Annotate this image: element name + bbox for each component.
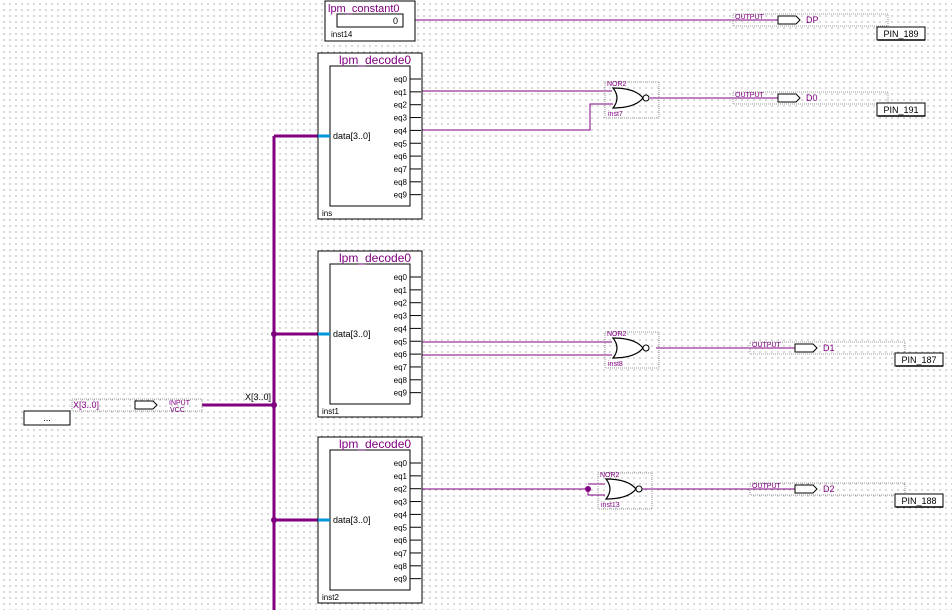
bus-junction — [271, 517, 277, 523]
gate-inst: inst8 — [608, 361, 623, 368]
eq-label: eq8 — [394, 376, 408, 385]
decoder-title: lpm_decode0 — [339, 53, 411, 67]
decoder-title: lpm_decode0 — [339, 251, 411, 265]
bus-junction — [271, 402, 277, 408]
nor-gate[interactable]: NOR2 inst8 — [604, 331, 660, 369]
output-pin-label: PIN_189 — [883, 29, 918, 39]
lpm-constant-block[interactable]: lpm_constant0 0 inst14 — [324, 0, 416, 42]
eq-label: eq6 — [394, 350, 408, 359]
output-type: OUTPUT — [735, 14, 765, 21]
eq-label: eq5 — [394, 139, 408, 148]
eq-label: eq4 — [394, 510, 408, 519]
eq-label: eq2 — [394, 299, 408, 308]
output-name: D0 — [806, 93, 818, 103]
output-pin[interactable]: OUTPUT DP PIN_189 — [732, 13, 926, 41]
eq-label: eq8 — [394, 562, 408, 571]
output-name: D2 — [823, 484, 835, 494]
eq-label: eq7 — [394, 165, 408, 174]
output-pin-label: PIN_187 — [901, 355, 936, 365]
input-type: INPUT — [169, 400, 191, 407]
eq-label: eq2 — [394, 485, 408, 494]
bus-junction — [271, 331, 277, 337]
output-type: OUTPUT — [752, 483, 782, 490]
eq-label: eq9 — [394, 191, 408, 200]
eq-label: eq1 — [394, 286, 408, 295]
input-name: X[3..0] — [73, 400, 99, 410]
eq-label: eq1 — [394, 88, 408, 97]
lpm-decode-block[interactable]: lpm_decode0 inst1 data[3..0] eq0 eq1 eq2 eq3 eq… — [317, 250, 423, 418]
eq-label: eq0 — [394, 459, 408, 468]
bus-label: X[3..0] — [245, 392, 271, 402]
data-port-label: data[3..0] — [333, 131, 371, 141]
decoder-inst: inst2 — [322, 593, 339, 602]
output-type: OUTPUT — [735, 92, 765, 99]
eq-label: eq1 — [394, 472, 408, 481]
constant-inst: inst14 — [331, 30, 353, 39]
data-port-label: data[3..0] — [333, 515, 371, 525]
wire-junction — [585, 486, 591, 492]
eq-label: eq4 — [394, 126, 408, 135]
eq-label: eq7 — [394, 549, 408, 558]
nor-gate[interactable]: NOR2 inst13 — [597, 472, 653, 510]
decoder-title: lpm_decode0 — [339, 437, 411, 451]
input-pin-box: ... — [43, 413, 51, 423]
eq-label: eq6 — [394, 536, 408, 545]
eq-label: eq3 — [394, 114, 408, 123]
eq-label: eq9 — [394, 575, 408, 584]
decoder-inst: inst1 — [322, 407, 339, 416]
gate-type: NOR2 — [607, 81, 627, 88]
constant-value: 0 — [393, 16, 398, 26]
input-default: VCC — [170, 407, 185, 414]
eq-label: eq5 — [394, 337, 408, 346]
data-port-label: data[3..0] — [333, 329, 371, 339]
input-pin[interactable]: X[3..0] INPUT VCC X[3..0] ... — [23, 392, 271, 426]
output-pin-label: PIN_191 — [883, 105, 918, 115]
constant-title: lpm_constant0 — [328, 3, 400, 15]
lpm-decode-block[interactable]: lpm_decode0 inst2 data[3..0] eq0 eq1 eq2 eq3 eq… — [317, 436, 423, 604]
output-name: D1 — [823, 343, 835, 353]
eq-label: eq6 — [394, 152, 408, 161]
eq-label: eq4 — [394, 324, 408, 333]
eq-label: eq0 — [394, 75, 408, 84]
eq-label: eq8 — [394, 178, 408, 187]
output-name: DP — [806, 15, 819, 25]
eq-label: eq7 — [394, 363, 408, 372]
eq-label: eq0 — [394, 273, 408, 282]
decoder-inst: ins — [322, 209, 332, 218]
eq-label: eq2 — [394, 101, 408, 110]
eq-label: eq9 — [394, 389, 408, 398]
gate-type: NOR2 — [607, 331, 627, 338]
nor-gate[interactable]: NOR2 inst7 — [604, 81, 660, 119]
gate-inst: inst13 — [601, 502, 620, 509]
eq-label: eq3 — [394, 498, 408, 507]
eq-label: eq5 — [394, 523, 408, 532]
wire-dec0-eq4 — [421, 103, 613, 131]
output-type: OUTPUT — [752, 342, 782, 349]
output-pin-label: PIN_188 — [901, 496, 936, 506]
gate-inst: inst7 — [608, 111, 623, 118]
eq-label: eq3 — [394, 312, 408, 321]
gate-type: NOR2 — [600, 472, 620, 479]
